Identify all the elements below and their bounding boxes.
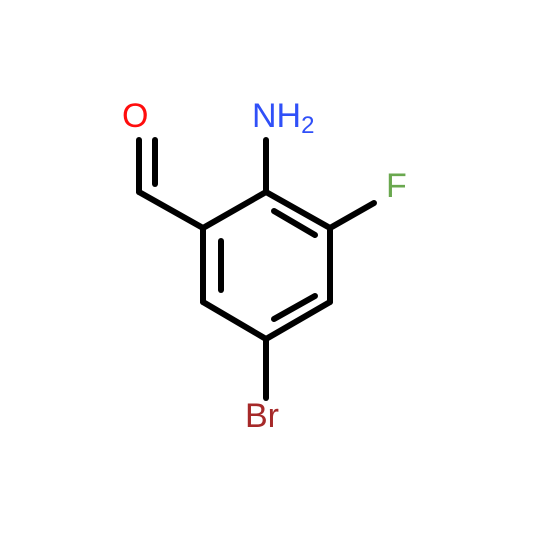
ring-bond-c4-c5: [263, 299, 333, 342]
bond-ring-to-aldehyde-carbon: [136, 189, 206, 231]
amine-label: NH: [252, 97, 301, 135]
ring-inner-bond-c4-c5: [271, 293, 318, 322]
atom-amine: NH2: [252, 97, 314, 139]
ring-inner-bond-c2-c3: [271, 208, 318, 238]
ring-bond-c1-c2: [200, 189, 269, 231]
atom-oxygen: O: [122, 97, 148, 135]
ring-bond-c5-c6: [200, 299, 269, 342]
bond-ring-to-fluorine: [327, 200, 377, 231]
amine-subscript: 2: [301, 112, 314, 139]
atom-fluorine: F: [386, 167, 407, 205]
ring-bond-c2-c3: [263, 189, 333, 231]
atom-bromine: Br: [245, 397, 279, 435]
